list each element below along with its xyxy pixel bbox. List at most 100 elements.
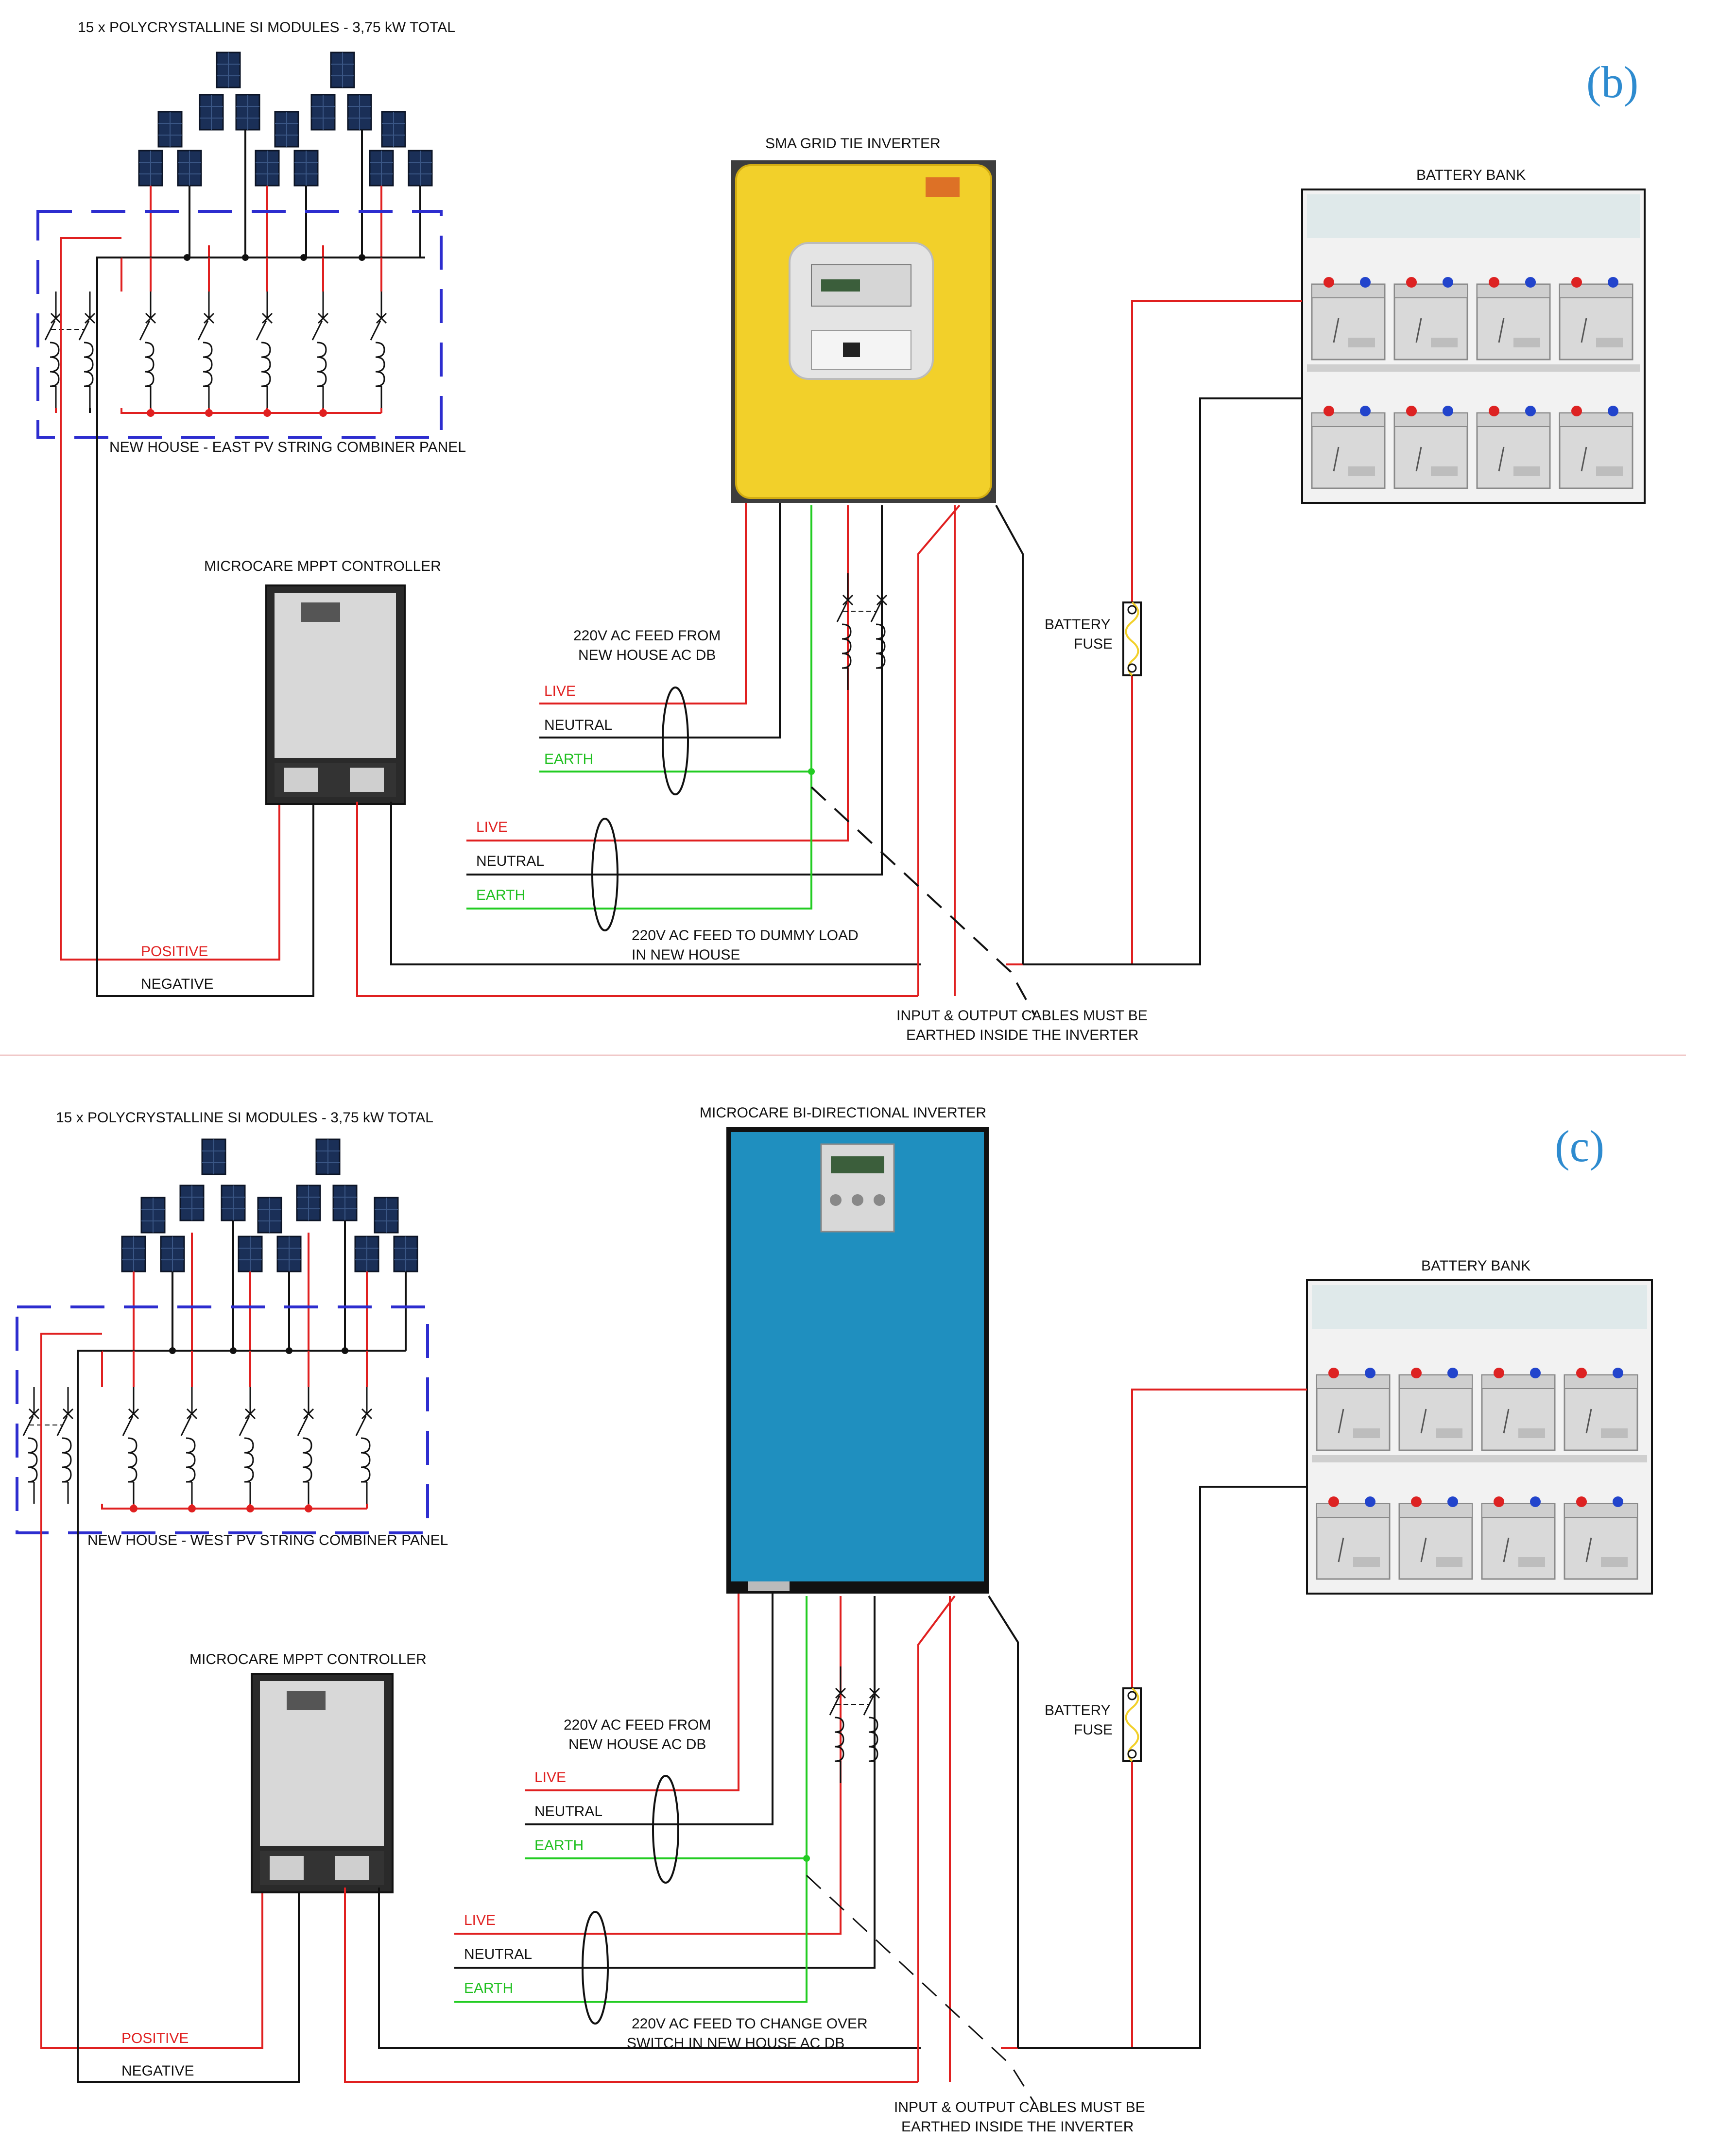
ac-input-feed: 220V AC FEED FROM NEW HOUSE AC DB LIVE N…: [525, 1594, 807, 1884]
string-breaker: [239, 1386, 256, 1505]
ac-output-feed: LIVE NEUTRAL EARTH 220V AC FEED TO DUMMY…: [466, 505, 887, 963]
panel-b-letter: (b): [1586, 57, 1638, 107]
fuse-label-2: FUSE: [1074, 636, 1113, 652]
mppt-controller: MICROCARE MPPT CONTROLLER: [189, 1651, 427, 1893]
earthing-note-2: EARTHED INSIDE THE INVERTER: [906, 1027, 1138, 1043]
pv-module: [347, 94, 372, 131]
inverter-title: SMA GRID TIE INVERTER: [765, 136, 941, 152]
battery-fuse: BATTERY FUSE: [1045, 601, 1142, 676]
feed-out-label-1: 220V AC FEED TO CHANGE OVER: [632, 2016, 868, 2032]
string-breaker: [139, 291, 156, 409]
earth-label: EARTH: [476, 887, 525, 903]
pv-module: [216, 52, 241, 88]
positive-label: POSITIVE: [121, 2030, 189, 2046]
pv-array-title: 15 x POLYCRYSTALLINE SI MODULES - 3,75 k…: [78, 19, 455, 35]
battery-bank-title: BATTERY BANK: [1421, 1258, 1530, 1274]
panel-c-letter: (c): [1555, 1121, 1604, 1171]
controller-title: MICROCARE MPPT CONTROLLER: [204, 558, 441, 574]
neutral-label: NEUTRAL: [464, 1946, 532, 1962]
pv-module: [177, 150, 202, 187]
fuse-label-2: FUSE: [1074, 1722, 1113, 1738]
pv-module: [221, 1185, 246, 1221]
controller-to-inverter-positive: [356, 802, 918, 997]
microcare-inverter: MICROCARE BI-DIRECTIONAL INVERTER: [700, 1105, 989, 1594]
pv-module: [199, 94, 224, 131]
negative-cable: [77, 1350, 300, 2083]
pv-module: [381, 111, 406, 148]
panel-c: (c) 15 x POLYCRYSTALLINE SI MODULES - 3,…: [16, 1105, 1653, 2135]
battery-negative-cable: [1018, 1486, 1307, 2049]
feed-in-label-1: 220V AC FEED FROM: [573, 628, 721, 644]
positive-label: POSITIVE: [141, 944, 208, 960]
pv-module: [330, 52, 355, 88]
battery-negative-cable: [1023, 397, 1302, 965]
pv-module: [369, 150, 394, 187]
pv-module: [235, 94, 260, 131]
neutral-label: NEUTRAL: [476, 853, 544, 869]
earth-label: EARTH: [544, 751, 593, 767]
live-label: LIVE: [534, 1769, 566, 1785]
pv-array: [121, 1138, 418, 1272]
string-breaker: [311, 291, 329, 409]
pv-module: [157, 111, 183, 148]
controller-to-inverter-negative: [390, 802, 921, 965]
pv-array: [138, 52, 433, 187]
earthing-note-1: INPUT & OUTPUT CABLES MUST BE: [894, 2099, 1145, 2115]
combiner-panel-west: NEW HOUSE - WEST PV STRING COMBINER PANE…: [16, 1305, 448, 1548]
feed-out-label-1: 220V AC FEED TO DUMMY LOAD: [632, 927, 859, 944]
mppt-controller: MICROCARE MPPT CONTROLLER: [204, 558, 441, 805]
pv-module: [408, 150, 433, 187]
combiner-panel-label: NEW HOUSE - WEST PV STRING COMBINER PANE…: [87, 1532, 448, 1548]
neutral-label: NEUTRAL: [544, 717, 612, 733]
fuse-label-1: BATTERY: [1045, 1702, 1111, 1718]
feed-out-label-2: SWITCH IN NEW HOUSE AC DB: [627, 2035, 844, 2051]
string-breaker: [256, 291, 273, 409]
battery-fuse: BATTERY FUSE: [1045, 1687, 1142, 1762]
earthing-note-2: EARTHED INSIDE THE INVERTER: [901, 2119, 1134, 2135]
pv-module: [332, 1185, 358, 1221]
feed-in-label-2: NEW HOUSE AC DB: [578, 647, 716, 663]
pv-module: [160, 1236, 185, 1272]
string-leads: [97, 1220, 407, 1354]
pv-module: [293, 150, 319, 187]
feed-in-label-1: 220V AC FEED FROM: [564, 1717, 711, 1733]
fuse-label-1: BATTERY: [1045, 617, 1111, 633]
pv-module: [179, 1185, 205, 1221]
feed-out-label-2: IN NEW HOUSE: [632, 947, 740, 963]
ac-input-feed: 220V AC FEED FROM NEW HOUSE AC DB LIVE N…: [539, 503, 811, 795]
string-leads: [121, 130, 425, 261]
string-breaker: [355, 1386, 373, 1505]
positive-cable: [40, 1333, 263, 2049]
inverter-title: MICROCARE BI-DIRECTIONAL INVERTER: [700, 1105, 986, 1121]
pv-module: [255, 150, 280, 187]
pv-module: [140, 1197, 166, 1234]
combiner-panel-label: NEW HOUSE - EAST PV STRING COMBINER PANE…: [109, 439, 466, 455]
ac-output-feed: LIVE NEUTRAL EARTH 220V AC FEED TO CHANG…: [454, 1596, 879, 2051]
earth-label: EARTH: [534, 1837, 584, 1854]
pv-module: [296, 1185, 321, 1221]
controller-title: MICROCARE MPPT CONTROLLER: [189, 1651, 427, 1667]
negative-label: NEGATIVE: [121, 2063, 194, 2079]
string-breaker: [122, 1386, 139, 1505]
pv-module: [138, 150, 163, 187]
pv-module: [238, 1236, 263, 1272]
earthing-note-1: INPUT & OUTPUT CABLES MUST BE: [896, 1008, 1148, 1024]
pv-array-title: 15 x POLYCRYSTALLINE SI MODULES - 3,75 k…: [56, 1110, 433, 1126]
pv-module: [274, 111, 299, 148]
earth-label: EARTH: [464, 1980, 513, 1996]
battery-bank-title: BATTERY BANK: [1416, 167, 1526, 183]
pv-module: [276, 1236, 302, 1272]
isolator-switch: [45, 292, 95, 408]
string-breaker: [180, 1386, 198, 1505]
live-label: LIVE: [476, 819, 508, 835]
combiner-panel-east: NEW HOUSE - EAST PV STRING COMBINER PANE…: [36, 210, 466, 455]
controller-to-inverter-negative: [378, 1888, 921, 2049]
pv-module: [310, 94, 336, 131]
neutral-label: NEUTRAL: [534, 1803, 602, 1820]
string-breaker: [297, 1386, 314, 1505]
positive-cable: [60, 237, 280, 961]
negative-label: NEGATIVE: [141, 976, 213, 992]
pv-module: [393, 1236, 418, 1272]
controller-to-inverter-positive: [344, 1888, 918, 2083]
